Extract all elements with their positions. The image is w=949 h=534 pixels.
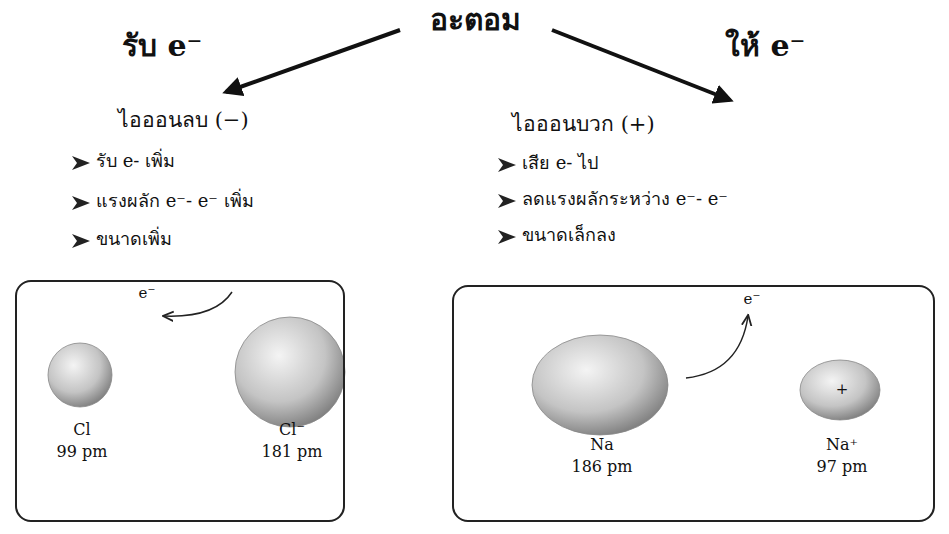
bullet-text: เสีย e- ไป (522, 152, 598, 174)
bullet-text: ลดแรงผลักระหว่าง e⁻- e⁻ (522, 188, 728, 210)
bullet-text: แรงผลัก e⁻- e⁻ เพิ่ม (96, 190, 254, 212)
main-arrow (226, 30, 400, 92)
ion-heading: ไอออนลบ (−) (118, 108, 249, 133)
arrow-label: ให้ e⁻ (725, 28, 805, 64)
electron-arrow (164, 292, 232, 316)
bullet-text: ขนาดเพิ่ม (96, 228, 172, 250)
electron-label: e⁻ (139, 284, 156, 302)
cl-ion (235, 317, 345, 427)
na-ion (800, 360, 880, 420)
bullet-text: รับ e- เพิ่ม (96, 150, 175, 172)
radius-label: 181 pm (261, 442, 322, 461)
cl-atom (48, 343, 112, 407)
title-text: อะตอม (430, 2, 521, 38)
atom-box: e⁻ Cl 99 pm Cl⁻ 181 pm (15, 280, 345, 522)
charge-symbol: + (836, 380, 849, 398)
arrow-label: รับ e⁻ (122, 28, 202, 64)
electron-label: e⁻ (744, 290, 761, 308)
ion-heading: ไอออนบวก (+) (512, 112, 655, 137)
main-arrow (552, 30, 730, 100)
bullet-text: ขนาดเล็กลง (522, 224, 616, 246)
element-label: Cl⁻ (279, 420, 305, 439)
element-label: Na⁺ (826, 435, 858, 454)
element-label: Cl (73, 420, 90, 439)
radius-label: 99 pm (57, 442, 108, 461)
radius-label: 186 pm (571, 457, 632, 476)
radius-label: 97 pm (817, 457, 868, 476)
atom-box: Na 186 pm e⁻ + Na⁺ 97 pm (452, 285, 935, 522)
electron-arrow (686, 316, 748, 378)
element-label: Na (590, 435, 614, 454)
na-atom (532, 335, 668, 435)
